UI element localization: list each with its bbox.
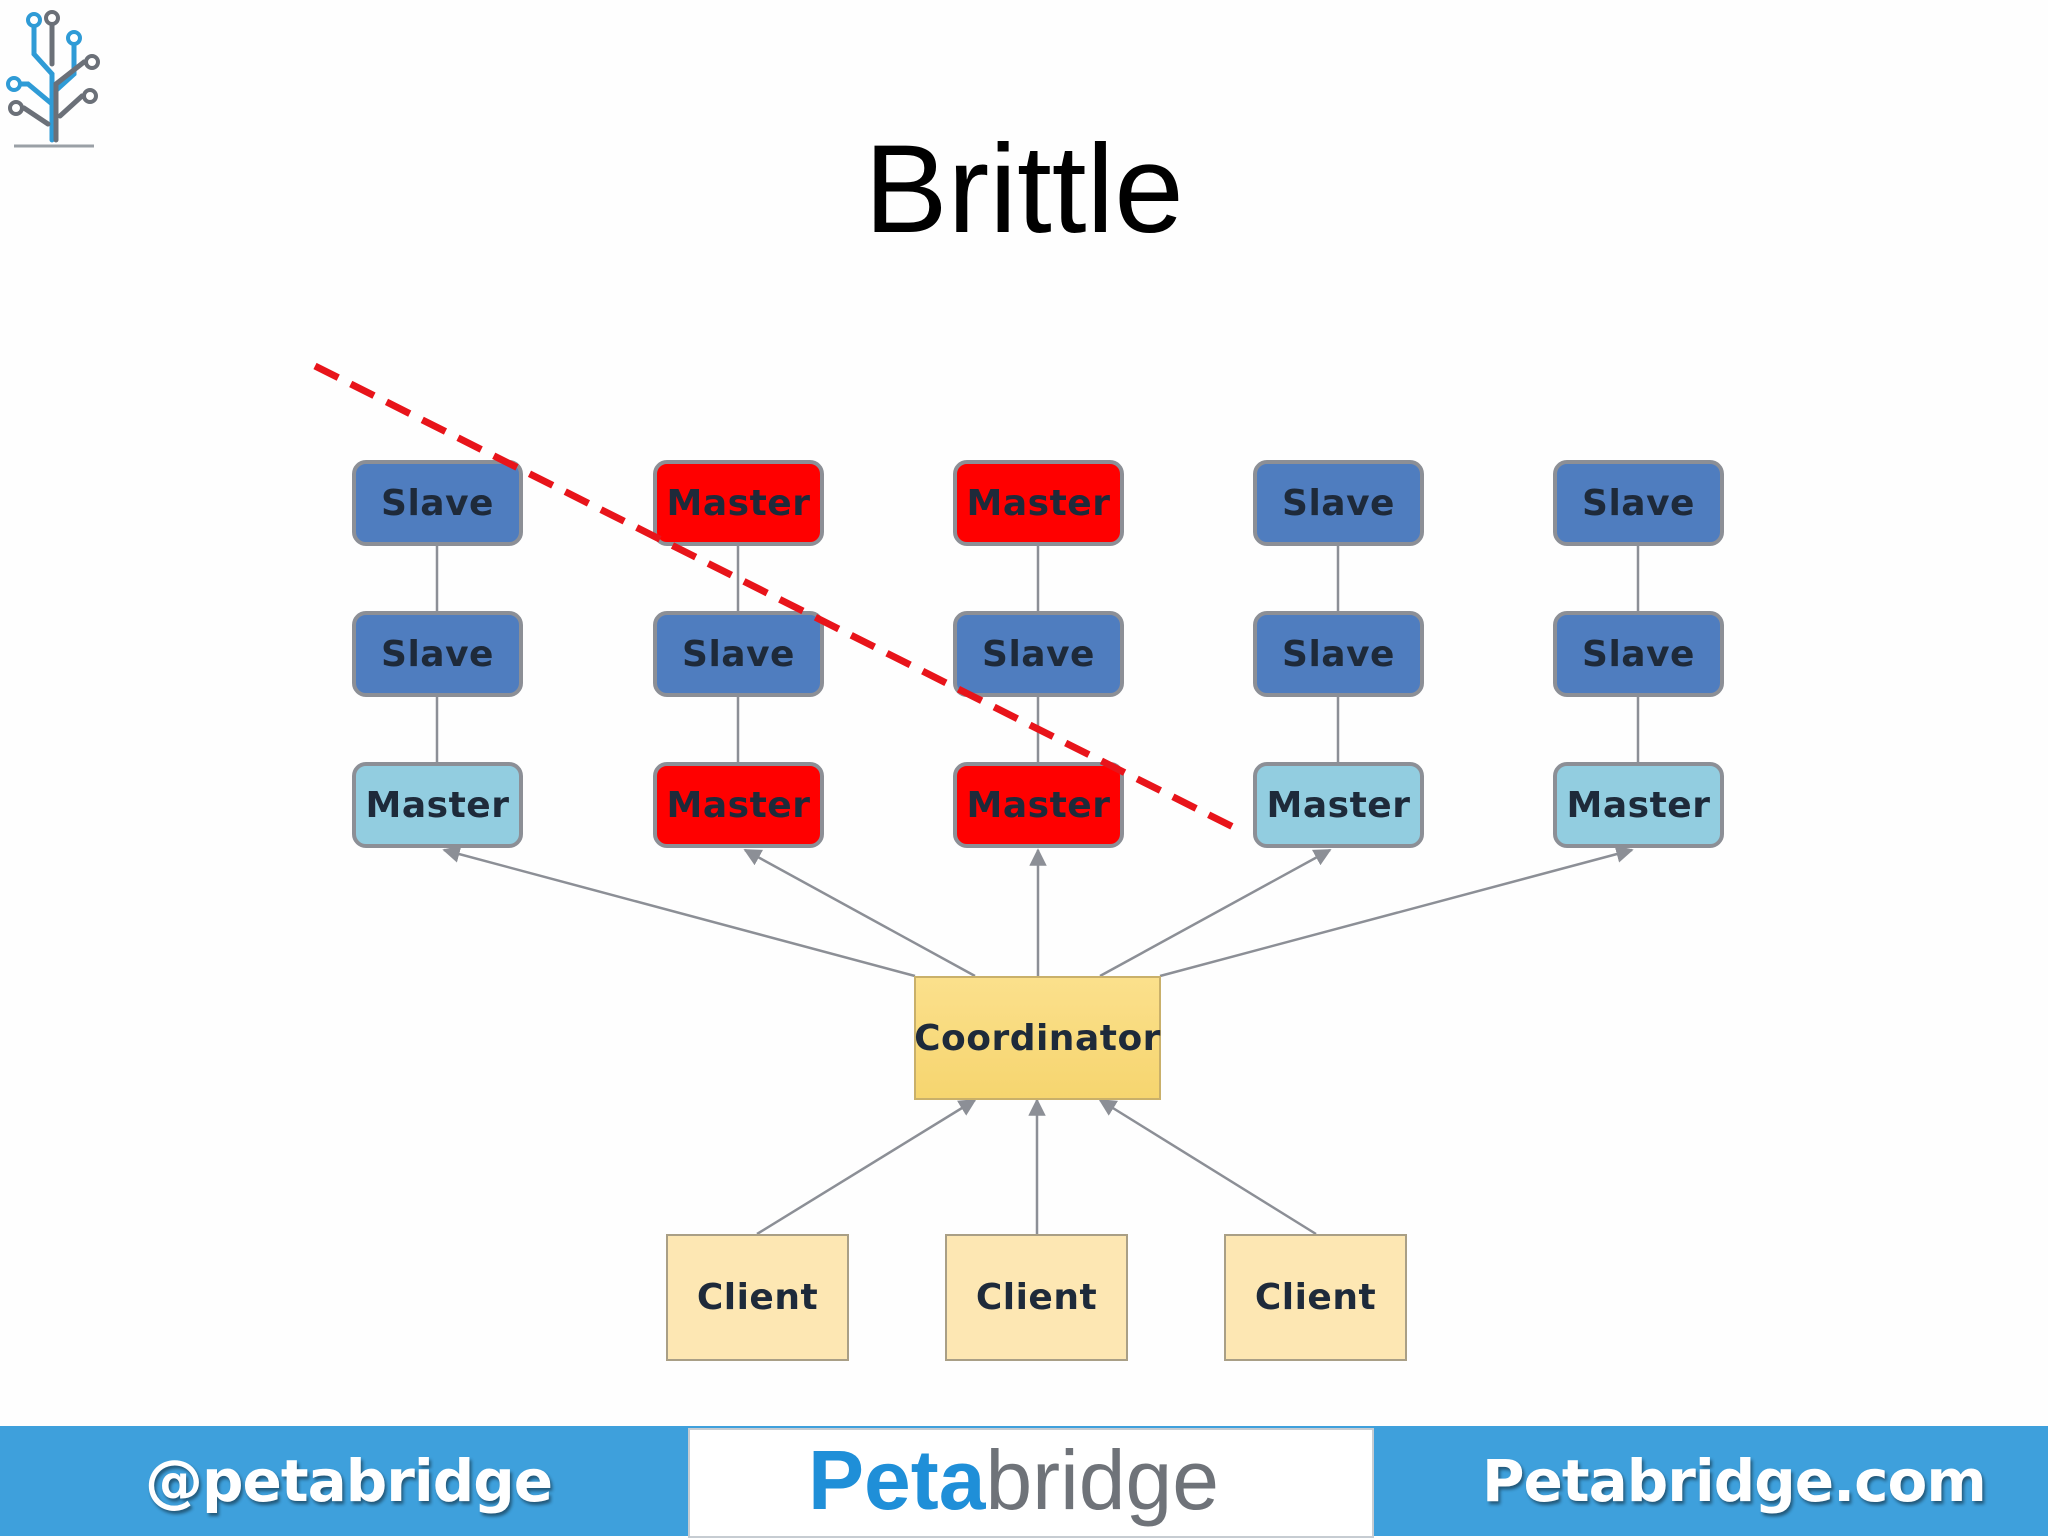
- brand-logo-box: Petabridge: [688, 1428, 1374, 1538]
- node-col2-row1: Master: [653, 460, 824, 546]
- arrow-coord-master5: [1159, 845, 1634, 978]
- node-col5-row1: Slave: [1553, 460, 1724, 546]
- node-col1-row3: Master: [352, 762, 523, 848]
- brand-wordmark-bold: Peta: [808, 1433, 986, 1527]
- arrow-client1-coord: [756, 1098, 977, 1236]
- arrow-coord-master1: [442, 845, 916, 978]
- arrow-coord-master4: [1099, 848, 1332, 978]
- footer-bar: @petabridge Petabridge Petabridge.com: [0, 1426, 2048, 1538]
- node-col3-row1: Master: [953, 460, 1124, 546]
- node-col4-row1: Slave: [1253, 460, 1424, 546]
- slide-title: Brittle: [864, 120, 1184, 259]
- node-col4-row3: Master: [1253, 762, 1424, 848]
- brand-wordmark-light: bridge: [985, 1433, 1219, 1527]
- node-col4-row2: Slave: [1253, 611, 1424, 697]
- tree-circuit-logo-icon: [6, 10, 100, 148]
- node-col5-row2: Slave: [1553, 611, 1724, 697]
- node-col1-row2: Slave: [352, 611, 523, 697]
- node-col3-row3: Master: [953, 762, 1124, 848]
- client-node-1: Client: [666, 1234, 849, 1361]
- client-node-2: Client: [945, 1234, 1128, 1361]
- node-col2-row3: Master: [653, 762, 824, 848]
- arrow-coord-master2: [743, 848, 976, 978]
- node-col2-row2: Slave: [653, 611, 824, 697]
- social-handle[interactable]: @petabridge: [145, 1447, 553, 1515]
- coordinator-node: Coordinator: [914, 976, 1161, 1100]
- node-col1-row1: Slave: [352, 460, 523, 546]
- brand-wordmark: Petabridge: [808, 1430, 1219, 1540]
- node-col3-row2: Slave: [953, 611, 1124, 697]
- node-col5-row3: Master: [1553, 762, 1724, 848]
- website-link[interactable]: Petabridge.com: [1482, 1447, 1987, 1515]
- arrow-client3-coord: [1098, 1098, 1317, 1236]
- client-node-3: Client: [1224, 1234, 1407, 1361]
